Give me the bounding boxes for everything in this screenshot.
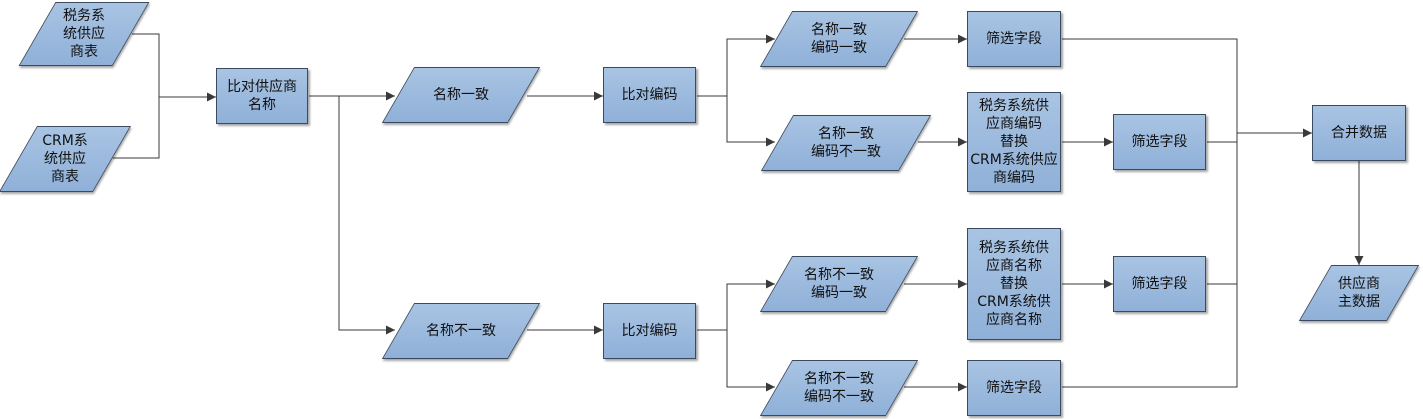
connector-filter-1 — [1062, 38, 1238, 388]
merge-data-node: 合并数据 — [1312, 105, 1406, 161]
name-match-code-match-node: 名称一致 编码一致 — [759, 11, 919, 67]
arrow-to-mismatch-match — [697, 279, 775, 331]
name-match-code-match-label: 名称一致 编码一致 — [811, 22, 867, 56]
arrow-to-match-mismatch — [726, 96, 775, 147]
arrow-to-name-mismatch — [338, 96, 395, 335]
name-mismatch-code-mismatch-label: 名称不一致 编码不一致 — [804, 371, 874, 405]
filter-1-node: 筛选字段 — [967, 11, 1061, 67]
compare-code-2-label: 比对编码 — [621, 323, 678, 339]
name-match-code-mismatch-node: 名称一致 编码不一致 — [760, 115, 932, 171]
filter-3-label: 筛选字段 — [1131, 276, 1188, 292]
tax-supplier-table-node: 税务系 统供应 商表 — [18, 2, 150, 66]
arrow-to-mismatch-mismatch — [726, 330, 775, 392]
name-match-label: 名称一致 — [433, 87, 489, 103]
compare-code-1-node: 比对编码 — [603, 67, 696, 123]
compare-code-2-node: 比对编码 — [603, 303, 696, 359]
name-match-code-mismatch-label: 名称一致 编码不一致 — [811, 126, 881, 160]
crm-supplier-table-label: CRM系 统供应 商表 — [42, 133, 88, 185]
supplier-master-node: 供应商 主数据 — [1298, 265, 1420, 321]
filter-3-node: 筛选字段 — [1113, 256, 1206, 312]
name-mismatch-code-match-node: 名称不一致 编码一致 — [759, 256, 919, 312]
filter-1-label: 筛选字段 — [986, 31, 1042, 47]
connector-tax-table — [132, 33, 160, 97]
connector-crm-table — [113, 97, 160, 159]
name-mismatch-label: 名称不一致 — [426, 323, 496, 339]
name-mismatch-code-match-label: 名称不一致 编码一致 — [804, 267, 874, 301]
replace-name-node: 税务系统供 应商名称 替换 CRM系统供 应商名称 — [967, 228, 1061, 340]
replace-name-label: 税务系统供 应商名称 替换 CRM系统供 应商名称 — [977, 240, 1051, 328]
merge-data-label: 合并数据 — [1331, 125, 1387, 141]
filter-4-node: 筛选字段 — [967, 360, 1061, 416]
filter-2-node: 筛选字段 — [1113, 114, 1206, 170]
compare-name-node: 比对供应商 名称 — [216, 68, 308, 124]
filter-4-label: 筛选字段 — [986, 380, 1042, 396]
compare-code-1-label: 比对编码 — [621, 87, 678, 103]
name-mismatch-node: 名称不一致 — [381, 303, 541, 359]
arrow-to-match-match — [697, 34, 775, 97]
replace-code-node: 税务系统供 应商编码 替换 CRM系统供应 商编码 — [967, 92, 1061, 192]
replace-code-label: 税务系统供 应商编码 替换 CRM系统供应 商编码 — [970, 98, 1058, 186]
name-match-node: 名称一致 — [381, 67, 541, 123]
crm-supplier-table-node: CRM系 统供应 商表 — [0, 126, 132, 192]
name-mismatch-code-mismatch-node: 名称不一致 编码不一致 — [759, 360, 919, 416]
tax-supplier-table-label: 税务系 统供应 商表 — [63, 8, 105, 60]
compare-name-label: 比对供应商 名称 — [227, 79, 297, 113]
supplier-master-label: 供应商 主数据 — [1338, 276, 1380, 310]
filter-2-label: 筛选字段 — [1131, 134, 1188, 150]
